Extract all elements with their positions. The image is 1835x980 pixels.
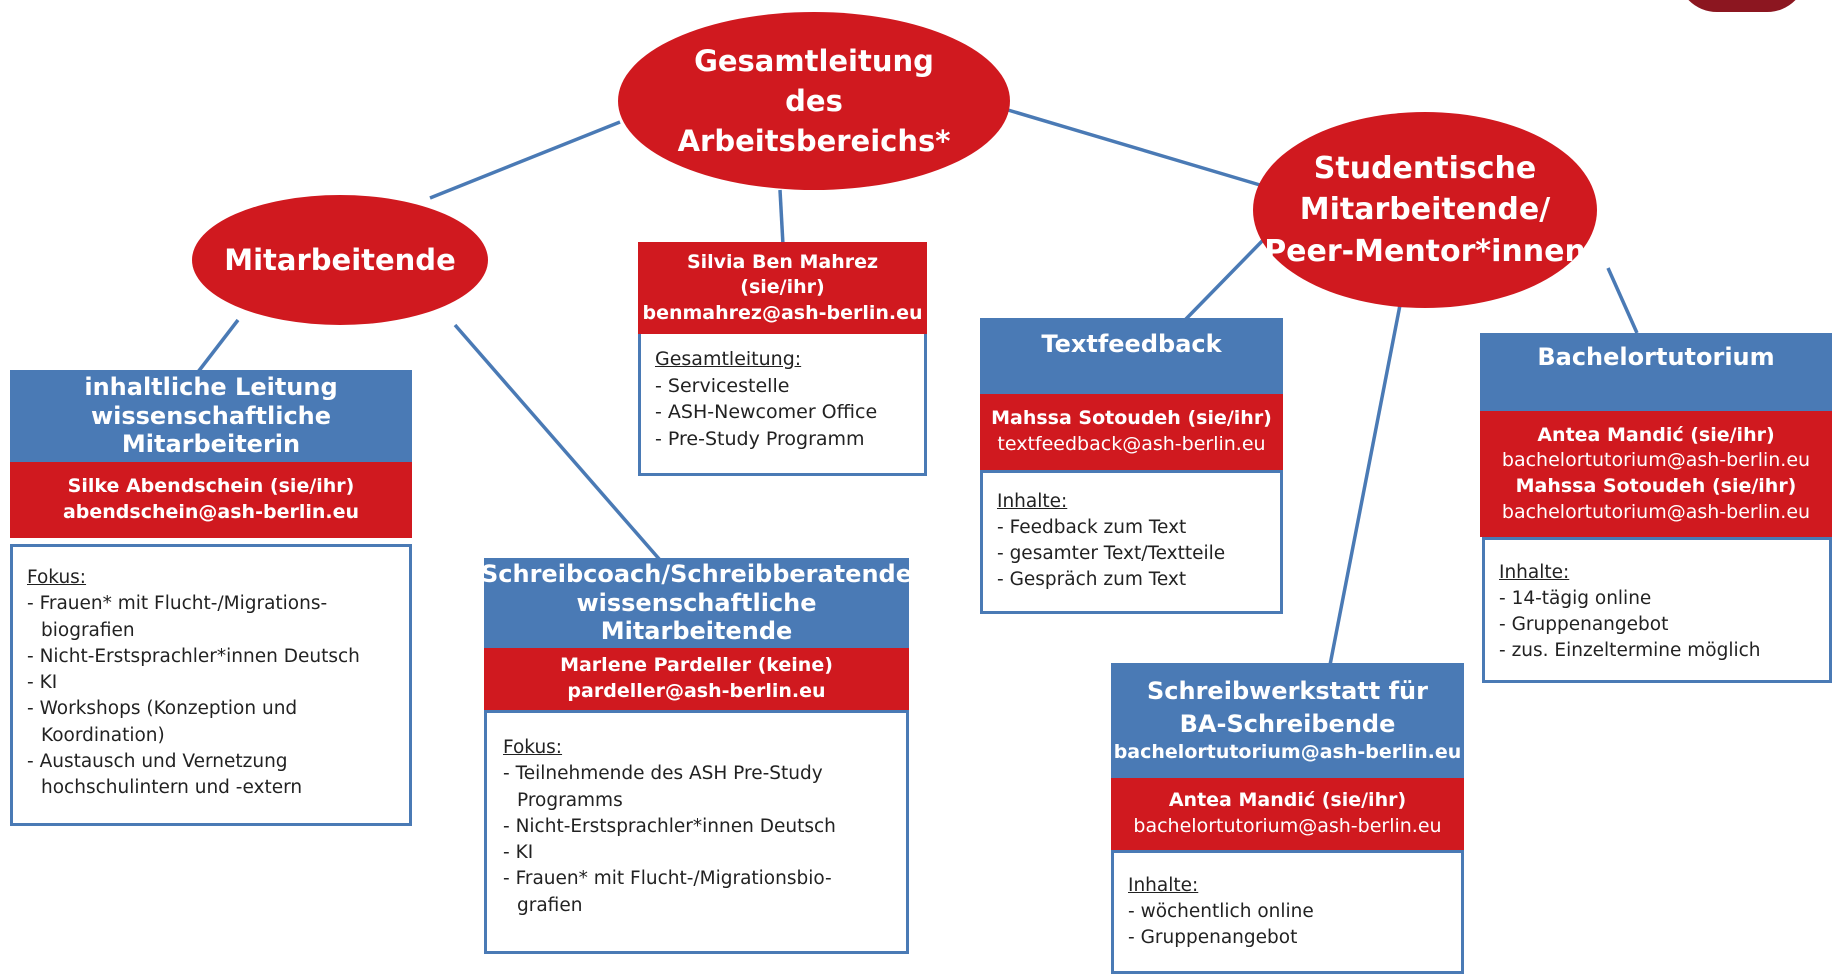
- list-item: Frauen* mit Flucht-/Migrations-biografie…: [27, 591, 395, 644]
- card-silke: inhaltliche Leitung wissenschaftliche Mi…: [10, 370, 412, 826]
- bachelortutorium-list: 14-tägig online Gruppenangebot zus. Einz…: [1499, 586, 1815, 664]
- bachelortutorium-person: Antea Mandić (sie/ihr) bachelortutorium@…: [1480, 411, 1832, 537]
- bachelortutorium-name2: Mahssa Sotoudeh (sie/ihr): [1515, 475, 1797, 497]
- connector-right-textfeedback: [1183, 233, 1270, 322]
- schreibwerkstatt-body: Inhalte: wöchentlich online Gruppenangeb…: [1111, 850, 1464, 974]
- connector-right-schreibwerkstatt: [1328, 304, 1402, 666]
- marlene-label: Fokus:: [503, 737, 563, 758]
- bachelortutorium-body: Inhalte: 14-tägig online Gruppenangebot …: [1482, 537, 1832, 683]
- list-item: KI: [27, 670, 395, 696]
- card-schreibwerkstatt: Schreibwerkstatt für BA-Schreibende bach…: [1111, 663, 1464, 974]
- schreibwerkstatt-person: Antea Mandić (sie/ihr) bachelortutorium@…: [1111, 778, 1464, 850]
- textfeedback-body: Inhalte: Feedback zum Text gesamter Text…: [980, 470, 1283, 614]
- schreibwerkstatt-heading-email: bachelortutorium@ash-berlin.eu: [1113, 741, 1462, 764]
- connector-left-silke: [196, 318, 240, 374]
- silke-list: Frauen* mit Flucht-/Migrations-biografie…: [27, 591, 395, 801]
- bachelortutorium-label: Inhalte:: [1499, 562, 1570, 583]
- textfeedback-label: Inhalte:: [997, 491, 1068, 512]
- textfeedback-list: Feedback zum Text gesamter Text/Textteil…: [997, 515, 1266, 593]
- list-item: Pre-Study Programm: [655, 426, 910, 453]
- silke-heading-line1: inhaltliche Leitung: [84, 372, 338, 401]
- marlene-heading-line1: Schreibcoach/Schreibberatende: [481, 559, 913, 588]
- connector-left-marlene: [453, 323, 662, 562]
- list-item: Teilnehmende des ASH Pre-Study Programms: [503, 761, 890, 814]
- textfeedback-email: textfeedback@ash-berlin.eu: [997, 433, 1266, 455]
- silke-heading-line2: wissenschaftliche Mitarbeiterin: [90, 401, 332, 459]
- bachelortutorium-heading: Bachelortutorium: [1480, 333, 1832, 411]
- list-item: Frauen* mit Flucht-/Migrationsbio-grafie…: [503, 866, 890, 919]
- list-item: Servicestelle: [655, 373, 910, 400]
- textfeedback-heading-text: Textfeedback: [1041, 330, 1222, 358]
- list-item: ASH-Newcomer Office: [655, 399, 910, 426]
- connector-top-silvia: [778, 189, 785, 246]
- list-item: KI: [503, 840, 890, 866]
- silvia-person: Silvia Ben Mahrez (sie/ihr) benmahrez@as…: [638, 242, 927, 334]
- marlene-heading: Schreibcoach/Schreibberatende wissenscha…: [481, 558, 913, 648]
- connector-right-bachelortutorium: [1606, 267, 1639, 334]
- oval-mitarbeitende-label: Mitarbeitende: [224, 243, 456, 277]
- marlene-heading-line2: wissenschaftliche Mitarbeitende: [576, 588, 817, 646]
- silvia-body: Gesamtleitung: Servicestelle ASH-Newcome…: [638, 334, 927, 476]
- list-item: gesamter Text/Textteile: [997, 541, 1266, 567]
- card-marlene: Schreibcoach/Schreibberatende wissenscha…: [481, 558, 913, 954]
- oval-studentische-label: Studentische Mitarbeitende/ Peer-Mentor*…: [1264, 150, 1586, 269]
- schreibwerkstatt-heading-line1: Schreibwerkstatt für: [1147, 677, 1428, 706]
- marlene-email: pardeller@ash-berlin.eu: [567, 680, 826, 702]
- oval-studentische: Studentische Mitarbeitende/ Peer-Mentor*…: [1253, 112, 1597, 308]
- marlene-body: Fokus: Teilnehmende des ASH Pre-Study Pr…: [484, 710, 909, 954]
- silke-person: Silke Abendschein (sie/ihr) abendschein@…: [10, 462, 412, 538]
- schreibwerkstatt-name: Antea Mandić (sie/ihr): [1168, 789, 1407, 812]
- bachelortutorium-name1: Antea Mandić (sie/ihr): [1537, 423, 1775, 446]
- list-item: wöchentlich online: [1128, 899, 1447, 925]
- list-item: Gruppenangebot: [1128, 925, 1447, 951]
- textfeedback-name: Mahssa Sotoudeh (sie/ihr): [991, 407, 1272, 430]
- oval-gesamtleitung: Gesamtleitung des Arbeitsbereichs*: [618, 12, 1010, 190]
- list-item: Gespräch zum Text: [997, 567, 1266, 593]
- silke-label: Fokus:: [27, 567, 87, 588]
- textfeedback-person: Mahssa Sotoudeh (sie/ihr) textfeedback@a…: [980, 394, 1283, 470]
- card-silvia: Silvia Ben Mahrez (sie/ihr) benmahrez@as…: [638, 242, 927, 476]
- list-item: Nicht-Erstsprachler*innen Deutsch: [503, 814, 890, 840]
- silvia-pronoun: (sie/ihr): [740, 276, 825, 299]
- oval-gesamtleitung-label: Gesamtleitung des Arbeitsbereichs*: [677, 43, 951, 158]
- schreibwerkstatt-label: Inhalte:: [1128, 875, 1199, 896]
- card-bachelortutorium: Bachelortutorium Antea Mandić (sie/ihr) …: [1480, 333, 1832, 683]
- oval-mitarbeitende: Mitarbeitende: [192, 195, 488, 325]
- list-item: zus. Einzeltermine möglich: [1499, 638, 1815, 664]
- bachelortutorium-heading-text: Bachelortutorium: [1537, 343, 1775, 371]
- schreibwerkstatt-heading-line2: BA-Schreibende: [1179, 709, 1396, 738]
- schreibwerkstatt-list: wöchentlich online Gruppenangebot: [1128, 899, 1447, 951]
- silke-name: Silke Abendschein (sie/ihr): [67, 475, 355, 498]
- silvia-list: Servicestelle ASH-Newcomer Office Pre-St…: [655, 373, 910, 453]
- silvia-name: Silvia Ben Mahrez: [686, 250, 879, 273]
- list-item: Workshops (Konzeption und Koordination): [27, 696, 395, 749]
- schreibwerkstatt-email: bachelortutorium@ash-berlin.eu: [1133, 815, 1442, 837]
- list-item: 14-tägig online: [1499, 586, 1815, 612]
- silke-email: abendschein@ash-berlin.eu: [62, 501, 360, 523]
- connector-top-left: [429, 120, 621, 200]
- silke-body: Fokus: Frauen* mit Flucht-/Migrations-bi…: [10, 544, 412, 826]
- bachelortutorium-email1: bachelortutorium@ash-berlin.eu: [1501, 449, 1811, 472]
- bachelortutorium-email2: bachelortutorium@ash-berlin.eu: [1501, 500, 1811, 523]
- schreibwerkstatt-heading: Schreibwerkstatt für BA-Schreibende bach…: [1111, 663, 1464, 778]
- silvia-email: benmahrez@ash-berlin.eu: [642, 301, 923, 324]
- list-item: Gruppenangebot: [1499, 612, 1815, 638]
- list-item: Feedback zum Text: [997, 515, 1266, 541]
- silvia-label: Gesamtleitung:: [655, 348, 802, 370]
- card-textfeedback: Textfeedback Mahssa Sotoudeh (sie/ihr) t…: [980, 318, 1283, 614]
- marlene-person: Marlene Pardeller (keine) pardeller@ash-…: [484, 648, 909, 710]
- marlene-list: Teilnehmende des ASH Pre-Study Programms…: [503, 761, 890, 919]
- logo-mark: [1677, 0, 1807, 12]
- marlene-name: Marlene Pardeller (keine): [560, 654, 833, 677]
- list-item: Austausch und Vernetzung hochschulintern…: [27, 749, 395, 802]
- connector-top-right: [1007, 108, 1261, 187]
- list-item: Nicht-Erstsprachler*innen Deutsch: [27, 644, 395, 670]
- textfeedback-heading: Textfeedback: [980, 318, 1283, 394]
- silke-heading: inhaltliche Leitung wissenschaftliche Mi…: [10, 370, 412, 462]
